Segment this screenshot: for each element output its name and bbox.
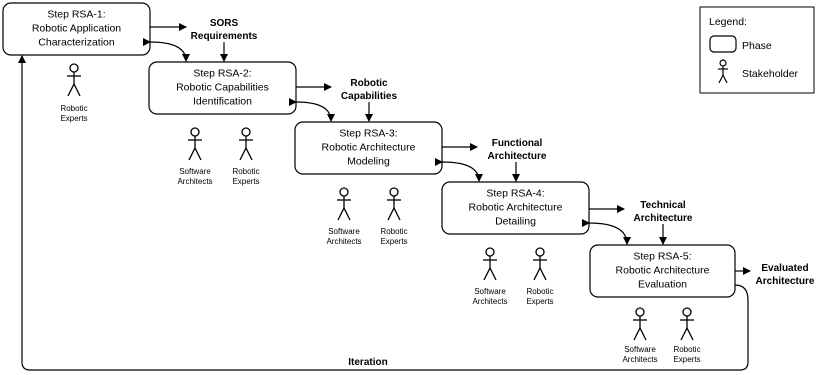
stakeholder-icon: [239, 127, 253, 161]
stakeholder-label-line-2: Architects: [622, 355, 657, 364]
phase-rsa-5-line-1: Step RSA-5:: [633, 251, 691, 263]
artifact-1-line-2: Requirements: [191, 31, 258, 42]
stakeholder-label-line-1: Robotic: [673, 345, 700, 354]
stakeholder-label-line-1: Software: [474, 287, 506, 296]
stakeholder-label-line-2: Architects: [472, 297, 507, 306]
phase-rsa-1-line-3: Characterization: [38, 37, 115, 49]
phase-rsa-2-line-1: Step RSA-2:: [193, 68, 251, 80]
stakeholder-label-line-1: Software: [328, 227, 360, 236]
stakeholder-label-line-2: Experts: [60, 114, 87, 123]
artifact-1-line-1: SORS: [210, 18, 239, 29]
feedback-connector-3-4: [434, 157, 483, 182]
phase-rsa-3-line-1: Step RSA-3:: [339, 128, 397, 140]
artifact-2-line-2: Capabilities: [341, 91, 398, 102]
phase-rsa-4-line-1: Step RSA-4:: [486, 188, 544, 200]
phase-rsa-1: Step RSA-1: Robotic Application Characte…: [2, 2, 151, 56]
stakeholder-label-line-1: Robotic: [380, 227, 407, 236]
stakeholder-label-line-1: Robotic: [526, 287, 553, 296]
stakeholder-icon: [188, 127, 202, 161]
stakeholder-icon: [680, 307, 694, 341]
artifact-3-line-2: Architecture: [488, 151, 547, 162]
stakeholder-label-line-2: Experts: [380, 237, 407, 246]
stakeholder-label-line-2: Architects: [177, 177, 212, 186]
stakeholder-label-line-2: Experts: [232, 177, 259, 186]
stakeholder-rsa4-software-architects: Software Architects: [472, 247, 508, 306]
stakeholder-rsa5-software-architects: Software Architects: [622, 307, 658, 364]
phase-rsa-5-line-3: Evaluation: [638, 279, 687, 291]
stakeholder-icon: [483, 247, 497, 281]
artifact-4-line-2: Architecture: [634, 213, 693, 224]
phase-rsa-2: Step RSA-2: Robotic Capabilities Identif…: [148, 61, 297, 115]
phase-rsa-2-line-2: Robotic Capabilities: [176, 82, 269, 94]
stakeholder-label-line-1: Software: [624, 345, 656, 354]
legend-stakeholder-label: Stakeholder: [742, 68, 799, 80]
stakeholder-rsa2-software-architects: Software Architects: [177, 127, 213, 186]
phase-rsa-4-line-2: Robotic Architecture: [469, 202, 563, 214]
feedback-connector-1-2: [142, 37, 190, 62]
phase-rsa-3-line-3: Modeling: [347, 156, 390, 168]
stakeholder-icon: [337, 187, 351, 221]
phase-rsa-5: Step RSA-5: Robotic Architecture Evaluat…: [589, 244, 736, 298]
phase-rsa-2-line-3: Identification: [193, 96, 252, 108]
legend-title: Legend:: [709, 16, 747, 28]
legend: Legend: Phase Stakeholder: [699, 6, 815, 94]
stakeholder-label-line-2: Experts: [673, 355, 700, 364]
phase-rsa-4: Step RSA-4: Robotic Architecture Detaili…: [441, 181, 590, 235]
stakeholder-icon: [67, 63, 81, 97]
stakeholder-icon: [633, 307, 647, 341]
stakeholder-label-line-1: Robotic: [60, 104, 87, 113]
stakeholder-label-line-2: Architects: [326, 237, 361, 246]
stakeholder-icon: [387, 187, 401, 221]
legend-phase-label: Phase: [742, 40, 772, 52]
artifact-5-line-1: Evaluated: [761, 263, 808, 274]
artifact-sors-requirements: SORS Requirements: [191, 18, 258, 42]
legend-phase-swatch: [709, 35, 737, 53]
iteration-loop-arrow: [18, 55, 749, 371]
phase-rsa-1-line-1: Step RSA-1:: [47, 9, 105, 21]
phase-rsa-3-line-2: Robotic Architecture: [322, 142, 416, 154]
stakeholder-rsa3-robotic-experts: Robotic Experts: [380, 187, 408, 246]
artifact-robotic-capabilities: Robotic Capabilities: [341, 78, 398, 102]
artifact-4-line-1: Technical: [640, 200, 686, 211]
stakeholder-rsa1-robotic-experts: Robotic Experts: [60, 63, 88, 123]
stakeholder-icon: [533, 247, 547, 281]
phase-rsa-5-line-2: Robotic Architecture: [616, 265, 710, 277]
phase-rsa-3: Step RSA-3: Robotic Architecture Modelin…: [294, 121, 443, 175]
stakeholder-rsa5-robotic-experts: Robotic Experts: [673, 307, 701, 364]
iteration-label: Iteration: [348, 357, 387, 368]
phase-rsa-1-line-2: Robotic Application: [32, 23, 121, 35]
artifact-technical-architecture: Technical Architecture: [634, 200, 693, 224]
artifact-evaluated-architecture: Evaluated Architecture: [756, 263, 815, 287]
artifact-functional-architecture: Functional Architecture: [488, 138, 547, 162]
stakeholder-rsa2-robotic-experts: Robotic Experts: [232, 127, 260, 186]
stakeholder-rsa4-robotic-experts: Robotic Experts: [526, 247, 554, 306]
artifact-3-line-1: Functional: [492, 138, 543, 149]
stakeholder-rsa3-software-architects: Software Architects: [326, 187, 362, 246]
feedback-connector-4-5: [581, 218, 631, 245]
stakeholder-label-line-1: Software: [179, 167, 211, 176]
stakeholder-label-line-1: Robotic: [232, 167, 259, 176]
phase-rsa-4-line-3: Detailing: [495, 216, 536, 228]
artifact-2-line-1: Robotic: [350, 78, 388, 89]
legend-stakeholder-icon: [718, 59, 728, 84]
stakeholder-label-line-2: Experts: [526, 297, 553, 306]
feedback-connector-2-3: [288, 97, 335, 122]
artifact-5-line-2: Architecture: [756, 276, 815, 287]
